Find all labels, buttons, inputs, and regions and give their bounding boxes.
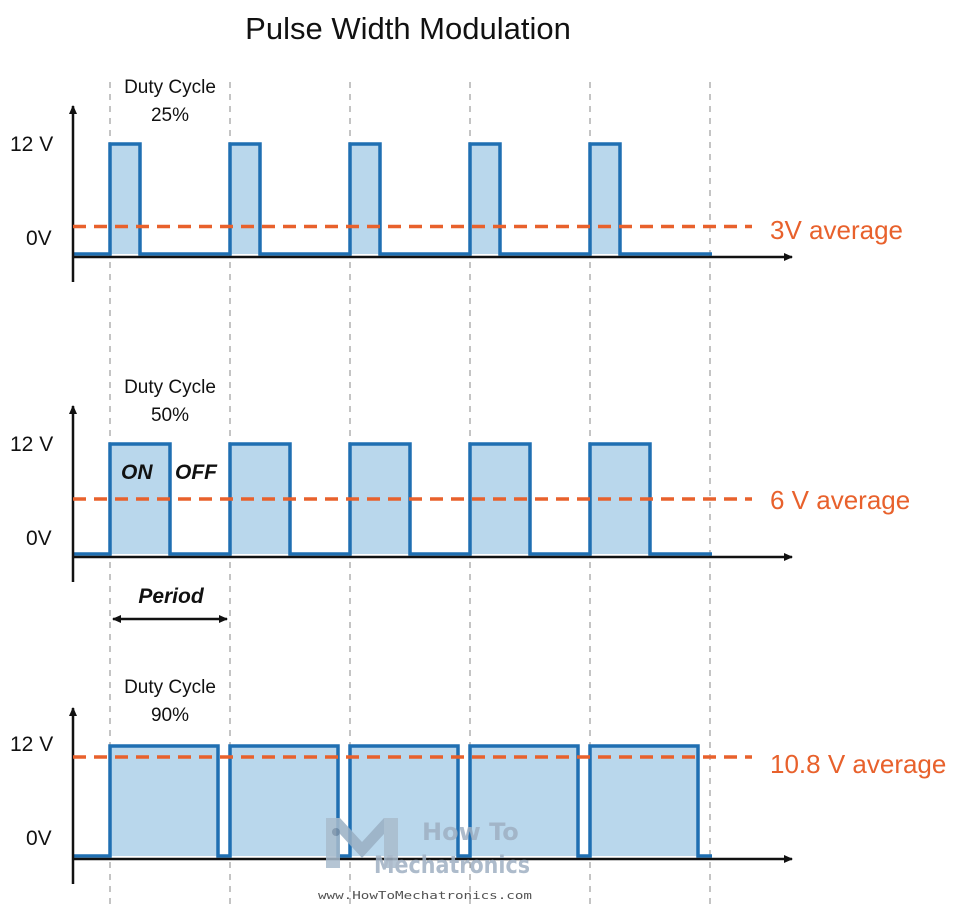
watermark-line2: Mechatronics (374, 851, 530, 879)
high-voltage-label: 12 V (10, 733, 53, 756)
low-voltage-label: 0V (26, 227, 52, 250)
on-label: ON (121, 461, 153, 484)
duty-cycle-label: Duty Cycle (124, 677, 216, 698)
pulse-waveform (73, 142, 712, 256)
pulse-fill (230, 144, 260, 254)
pulse-fill (470, 144, 500, 254)
duty-cycle-label: Duty Cycle (124, 77, 216, 98)
duty-cycle-value: 50% (151, 405, 189, 426)
watermark: How To Mechatronics www.HowToMechatronic… (318, 818, 532, 902)
pulse-fill (590, 746, 698, 856)
watermark-url: www.HowToMechatronics.com (318, 889, 532, 902)
high-voltage-label: 12 V (10, 133, 53, 156)
panel-axes (69, 405, 793, 582)
panel-duty-25: Duty Cycle 25% 12 V 0V 3V average (10, 77, 903, 282)
panel-axes (69, 105, 793, 282)
duty-cycle-value: 90% (151, 705, 189, 726)
low-voltage-label: 0V (26, 527, 52, 550)
watermark-line1: How To (422, 818, 519, 846)
panel-duty-90: Duty Cycle 90% 12 V 0V 10.8 V average (10, 677, 946, 884)
watermark-logo (326, 818, 398, 868)
panel-axes (69, 707, 793, 884)
pulse-fill (470, 746, 578, 856)
panel-duty-50: Duty Cycle 50% 12 V 0V 6 V average ON OF… (10, 377, 910, 582)
period-annotation: Period (112, 585, 228, 623)
pulse-fill (350, 144, 380, 254)
low-voltage-label: 0V (26, 827, 52, 850)
pulse-outline (73, 142, 712, 256)
diagram-title: Pulse Width Modulation (245, 11, 571, 46)
pulse-fill (590, 144, 620, 254)
average-voltage-label: 10.8 V average (770, 749, 946, 779)
average-voltage-label: 3V average (770, 215, 903, 245)
duty-cycle-label: Duty Cycle (124, 377, 216, 398)
pulse-fill (230, 444, 290, 554)
pulse-outline (73, 744, 712, 858)
high-voltage-label: 12 V (10, 433, 53, 456)
pulse-fill (230, 746, 338, 856)
off-label: OFF (175, 461, 218, 484)
period-label: Period (138, 585, 205, 608)
duty-cycle-value: 25% (151, 105, 189, 126)
pulse-fill (110, 144, 140, 254)
pulse-fill (110, 746, 218, 856)
average-voltage-label: 6 V average (770, 485, 910, 515)
